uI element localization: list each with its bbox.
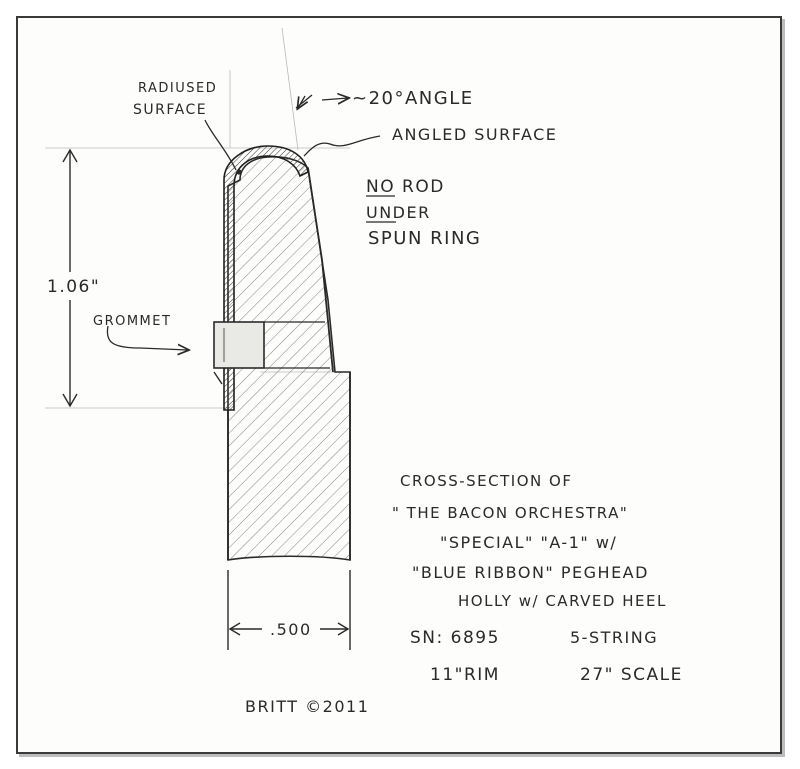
spun-ring — [223, 145, 309, 411]
caption-line-1: CROSS-SECTION OF — [400, 472, 572, 490]
caption-line-2: " THE BACON ORCHESTRA" — [392, 504, 628, 522]
caption-line-4: "BLUE RIBBON" PEGHEAD — [412, 563, 649, 582]
labels: RADIUSED SURFACE ~20°ANGLE ANGLED SURFAC… — [47, 81, 683, 716]
grommet-label: GROMMET — [93, 314, 171, 329]
height-dimension — [62, 148, 78, 408]
no-rod-label: NO ROD — [366, 177, 445, 197]
radiused-surface-label-1: RADIUSED — [138, 81, 217, 96]
spun-ring-label: SPUN RING — [368, 228, 481, 249]
caption-line-5: HOLLY w/ CARVED HEEL — [458, 592, 667, 610]
string-count-label: 5-STRING — [570, 628, 658, 647]
under-label: UNDER — [366, 203, 431, 222]
angled-surface-label: ANGLED SURFACE — [392, 125, 557, 144]
caption-line-3: "SPECIAL" "A-1" w/ — [440, 533, 617, 552]
angle-label: ~20°ANGLE — [352, 88, 474, 109]
rim-size-label: 11"RIM — [430, 665, 500, 685]
grommet — [213, 321, 330, 385]
height-dimension-label: 1.06" — [47, 277, 100, 297]
radiused-surface-label-2: SURFACE — [133, 102, 207, 118]
width-dimension — [227, 570, 351, 650]
leader-lines — [106, 95, 381, 350]
scale-length-label: 27" SCALE — [580, 665, 683, 685]
serial-number-label: SN: 6895 — [410, 628, 500, 648]
signature-label: BRITT ©2011 — [245, 697, 369, 716]
width-dimension-label: .500 — [270, 620, 312, 639]
drawing-frame — [16, 16, 782, 754]
rim-wood-section — [227, 156, 351, 561]
